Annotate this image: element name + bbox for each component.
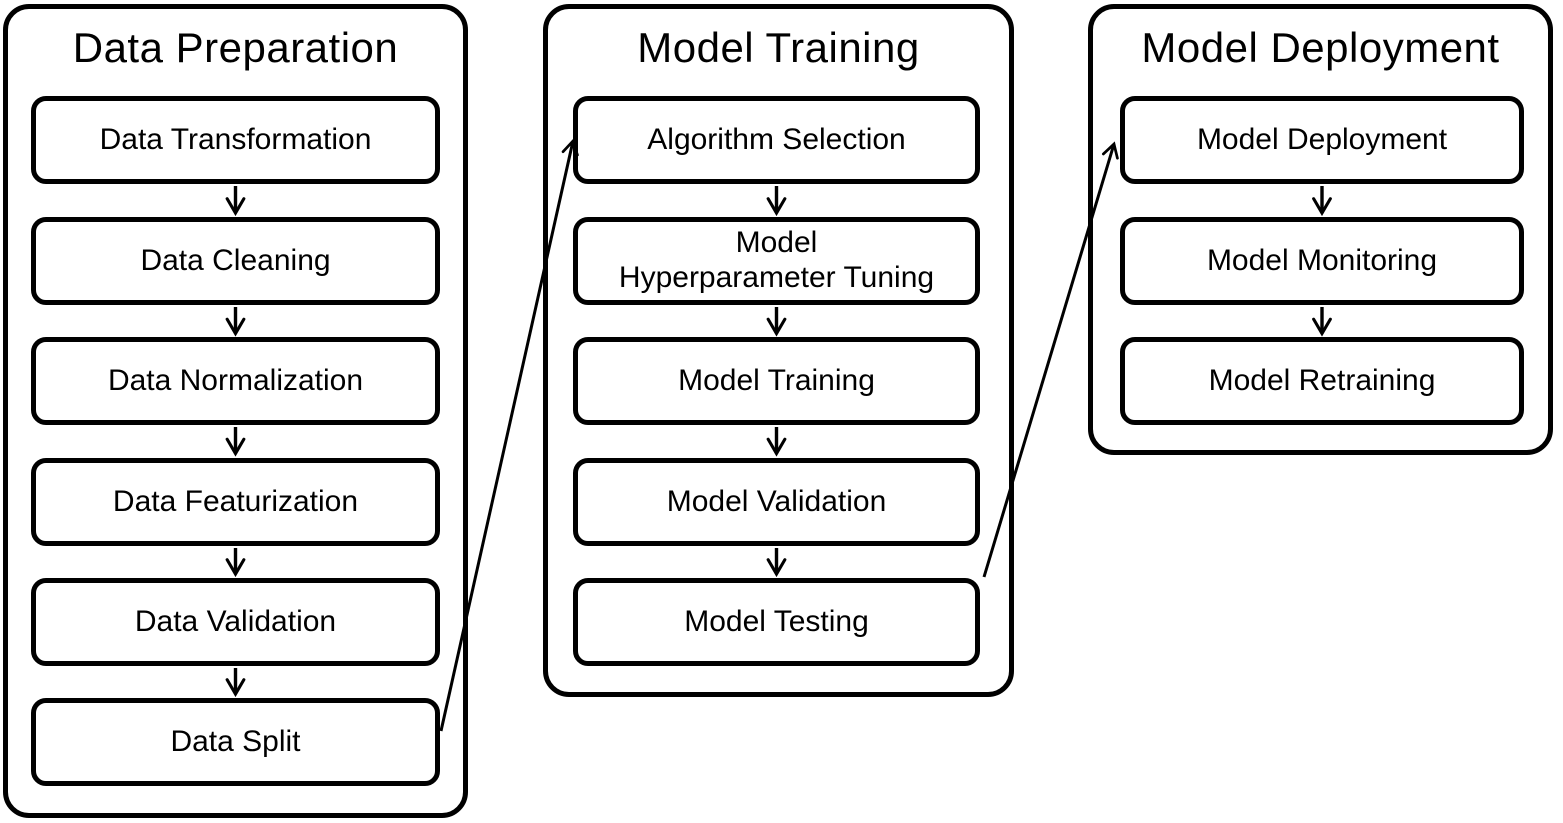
node-model-retraining: Model Retraining xyxy=(1120,337,1524,425)
node-model-deployment: Model Deployment xyxy=(1120,96,1524,184)
node-model-testing: Model Testing xyxy=(573,578,980,666)
node-algorithm-selection: Algorithm Selection xyxy=(573,96,980,184)
node-model-monitoring: Model Monitoring xyxy=(1120,217,1524,305)
node-data-normalization: Data Normalization xyxy=(31,337,440,425)
node-data-transformation: Data Transformation xyxy=(31,96,440,184)
node-model-hyperparameter-tuning: Model Hyperparameter Tuning xyxy=(573,217,980,305)
group-title-model-training: Model Training xyxy=(637,24,920,71)
node-model-training: Model Training xyxy=(573,337,980,425)
node-data-validation: Data Validation xyxy=(31,578,440,666)
node-data-split: Data Split xyxy=(31,698,440,786)
group-title-model-deployment: Model Deployment xyxy=(1141,24,1500,71)
group-model-training: Model Training Algorithm Selection Model… xyxy=(543,4,1014,697)
group-data-preparation: Data Preparation Data Transformation Dat… xyxy=(3,4,468,818)
group-model-deployment: Model Deployment Model Deployment Model … xyxy=(1088,4,1553,455)
node-model-validation: Model Validation xyxy=(573,458,980,546)
node-data-cleaning: Data Cleaning xyxy=(31,217,440,305)
node-data-featurization: Data Featurization xyxy=(31,458,440,546)
group-title-data-preparation: Data Preparation xyxy=(72,24,399,71)
